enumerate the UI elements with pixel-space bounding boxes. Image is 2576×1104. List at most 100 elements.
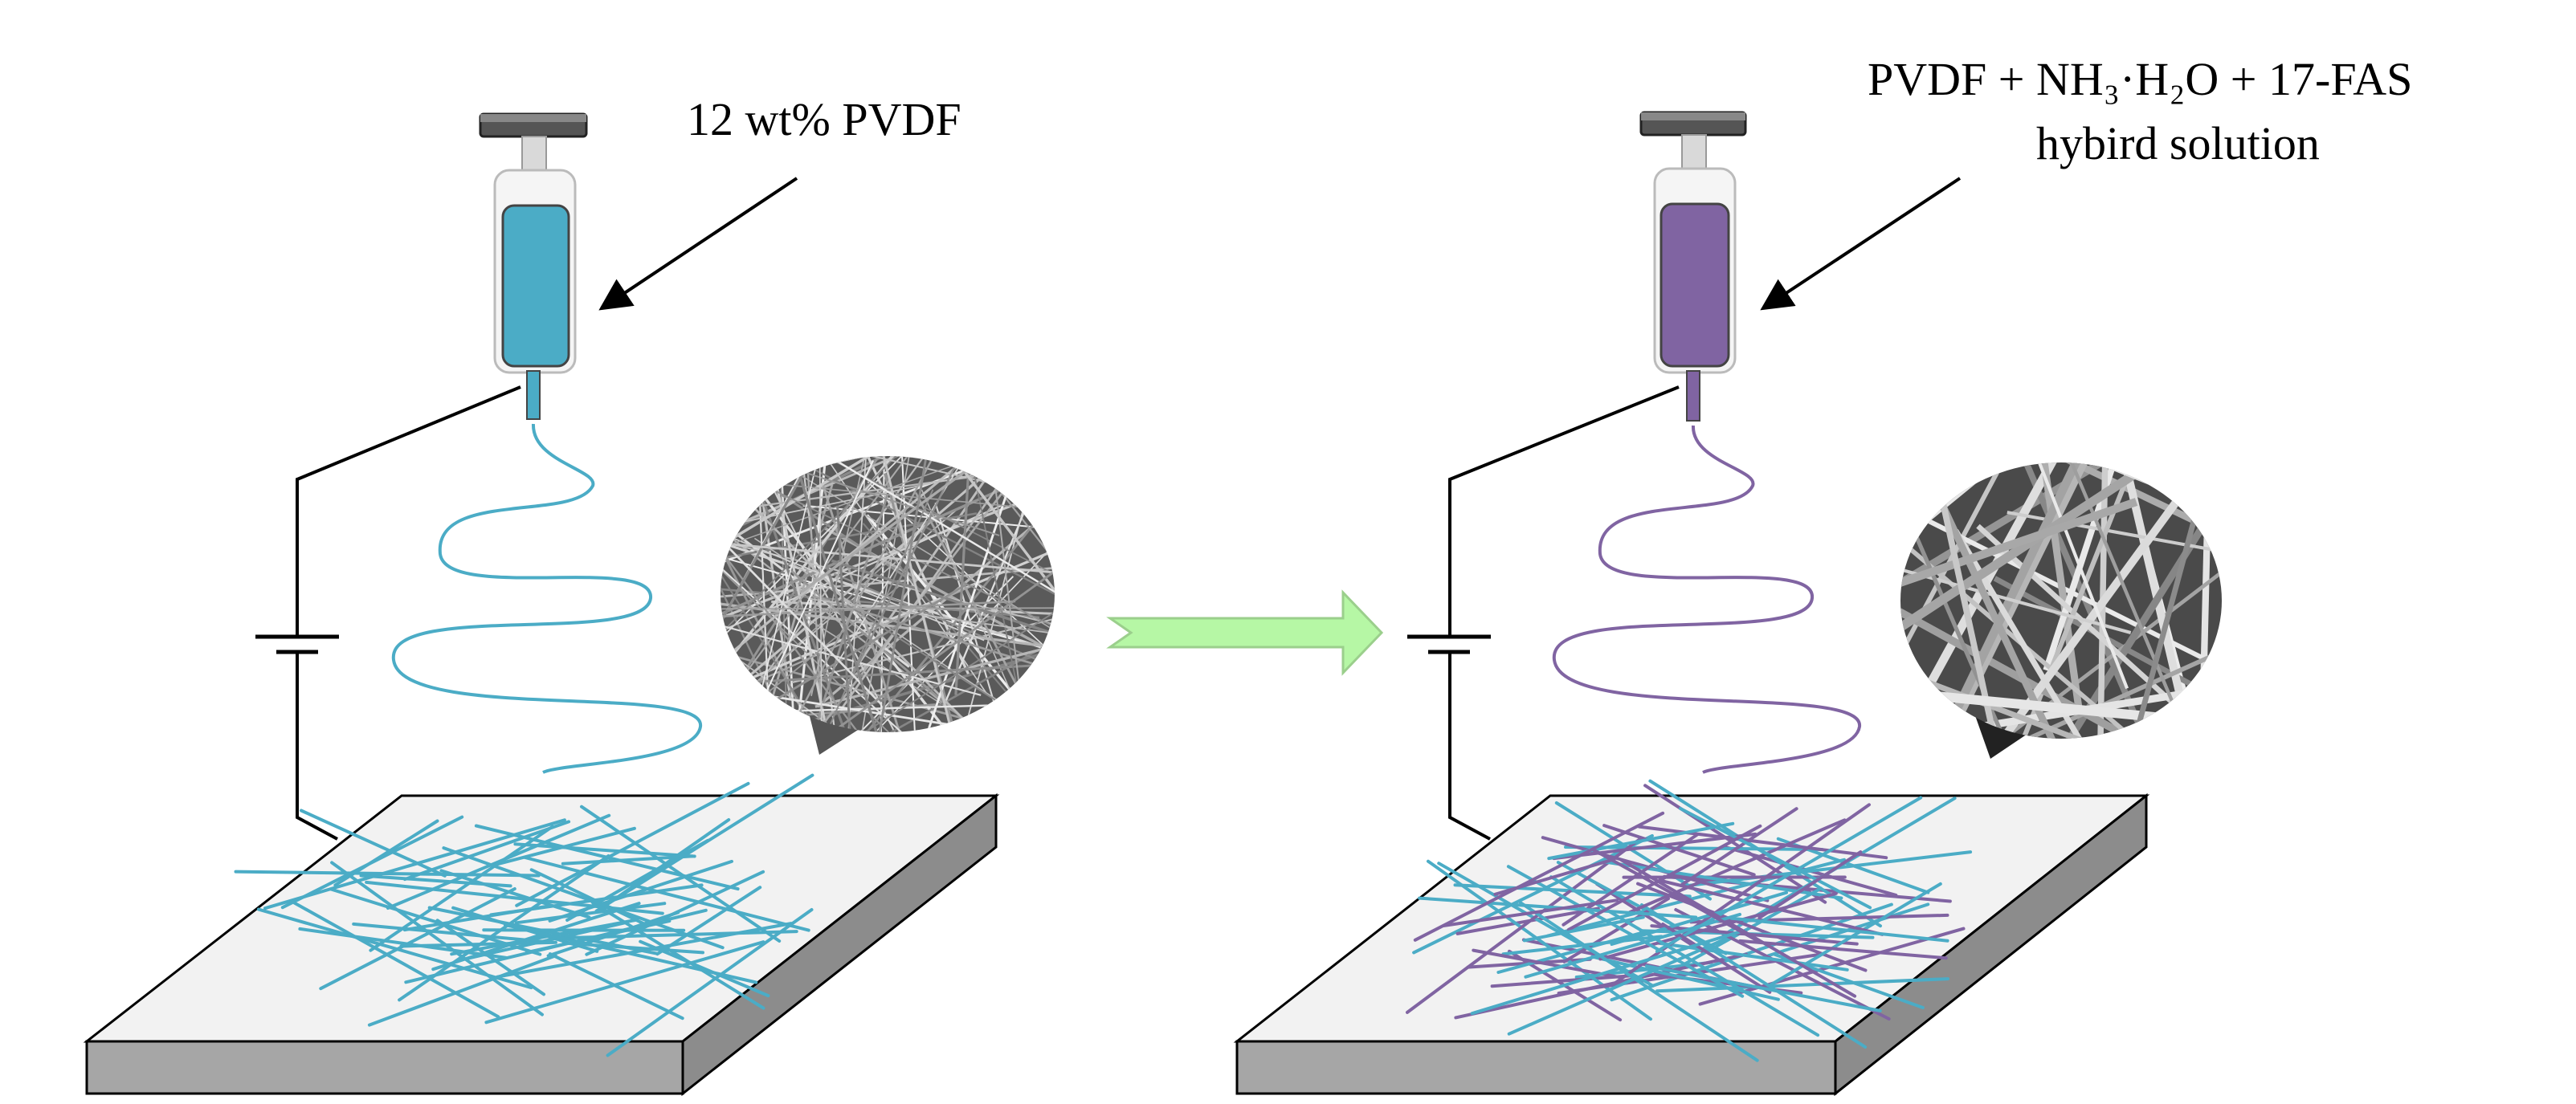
right-fiber-strand <box>1490 974 1632 988</box>
right-fiber-strand <box>1658 878 1884 936</box>
left-sem-fiber <box>721 586 982 696</box>
right-panel: PVDF + NH₃·H₂O + 17-FAS hybird solution <box>1233 53 2412 1097</box>
left-sem-fiber <box>721 607 1055 610</box>
right-sem-fiber <box>1900 498 2138 642</box>
left-fiber-strand <box>606 908 814 1057</box>
right-fiber-strand <box>1519 901 1759 1062</box>
right-sem-fiber <box>2096 470 2211 739</box>
right-sem-fiber <box>1900 472 2142 739</box>
right-fiber-strand <box>1679 807 1872 910</box>
left-fiber-strand <box>594 773 814 913</box>
left-sem-fiber <box>901 456 1055 695</box>
process-arrow-icon <box>1106 589 1384 676</box>
left-sem-fiber <box>798 456 824 732</box>
right-fiber-strand <box>1643 784 1827 904</box>
right-syringe-icon <box>1639 111 1747 422</box>
right-fiber-strand <box>1628 818 1847 915</box>
right-sem-fiber <box>2088 462 2191 728</box>
left-sem-fiber <box>791 583 1055 684</box>
left-sem-fiber <box>721 579 1040 619</box>
left-fiber-strand <box>523 856 810 932</box>
left-sem-fiber <box>721 456 883 706</box>
left-battery-icon <box>255 634 339 654</box>
right-fiber-strand <box>1685 850 1973 888</box>
left-sem-fiber <box>780 456 1055 644</box>
left-sem-fiber <box>833 485 1055 732</box>
left-fiber-strand <box>300 809 447 878</box>
left-sem-fiber <box>851 456 1055 673</box>
left-fiber-strand <box>482 928 686 932</box>
left-label-arrow <box>598 177 798 311</box>
left-fiber-strand <box>431 902 641 972</box>
right-fiber-strand <box>1547 821 1735 861</box>
left-circuit-wire <box>296 385 521 841</box>
left-fiber-strand <box>386 813 611 910</box>
left-fiber-strand <box>367 954 557 1027</box>
right-sem-fiber <box>1942 477 2196 739</box>
right-fiber-strand <box>1598 891 1838 961</box>
right-fiber-strand <box>1524 912 1741 979</box>
left-fiber-strand <box>359 874 512 888</box>
left-fiber-strand <box>319 887 516 991</box>
right-sem-fiber <box>2011 462 2183 739</box>
left-fiber-strand <box>513 842 696 858</box>
left-sem-fiber <box>721 456 1031 568</box>
right-battery-icon <box>1407 634 1491 654</box>
right-fiber-strand <box>1661 923 1772 994</box>
left-polymer-jet <box>391 423 703 774</box>
right-fiber-strand <box>1757 850 1863 920</box>
left-sem-fiber <box>869 456 1055 682</box>
right-sem-fiber <box>1974 462 2129 690</box>
right-sem-fiber <box>1900 520 2132 634</box>
left-solution-label: 12 wt% PVDF <box>687 93 961 145</box>
right-sem-fiber <box>1900 530 2126 739</box>
left-sem-fiber <box>763 494 889 732</box>
left-sem-fiber <box>814 602 1055 708</box>
left-sem-fiber <box>802 504 1055 545</box>
left-syringe-icon <box>479 112 588 420</box>
left-fiber-strand <box>442 846 725 950</box>
right-sem-fiber <box>1900 462 2081 690</box>
left-fiber-strand <box>561 854 694 866</box>
right-fiber-strand <box>1610 902 1893 1002</box>
left-fiber-strand <box>515 781 750 907</box>
left-sem-fiber <box>954 456 981 695</box>
left-fiber-strand <box>352 922 555 944</box>
left-deposited-fiber-mat <box>234 773 814 1057</box>
right-deposited-fiber-mat <box>1406 779 1973 1062</box>
right-fiber-strand <box>1729 916 1949 943</box>
left-sem-fiber <box>721 534 1047 650</box>
left-fiber-strand <box>280 815 464 910</box>
right-fiber-strand <box>1655 977 1949 993</box>
left-sem-fiber <box>833 572 1055 732</box>
left-sem-fiber <box>721 470 994 556</box>
left-sem-fiber <box>721 456 977 679</box>
right-fiber-strand <box>1679 807 1798 887</box>
right-fiber-strand <box>1602 824 1756 877</box>
right-fiber-strand <box>1441 898 1619 927</box>
right-fiber-strand <box>1406 837 1643 1014</box>
left-fiber-strand <box>474 824 740 891</box>
left-fiber-strand <box>439 869 591 919</box>
right-fiber-strand <box>1636 882 1868 972</box>
left-fiber-strand <box>514 902 667 925</box>
right-fiber-strand <box>1427 859 1652 1021</box>
left-sem-fiber <box>721 456 835 732</box>
left-sem-fiber <box>742 456 829 732</box>
right-fiber-strand <box>1412 833 1654 955</box>
left-fiber-strand <box>655 886 762 956</box>
left-sem-fiber <box>721 459 875 732</box>
left-fiber-strand <box>330 861 544 1016</box>
left-fiber-strand <box>427 906 659 955</box>
left-sem-fiber <box>773 456 796 732</box>
right-fiber-strand <box>1619 858 1857 998</box>
left-fiber-strand <box>548 952 684 1020</box>
right-fiber-strand <box>1472 948 1620 979</box>
left-fiber-strand <box>590 900 765 1010</box>
left-sem-fiber <box>836 505 862 732</box>
left-fiber-strand <box>463 920 629 961</box>
left-panel: 12 wt% PVDF <box>83 93 1055 1097</box>
left-sem-fiber <box>721 456 1055 564</box>
right-sem-fiber <box>1907 462 2097 739</box>
left-sem-fiber <box>898 456 920 732</box>
